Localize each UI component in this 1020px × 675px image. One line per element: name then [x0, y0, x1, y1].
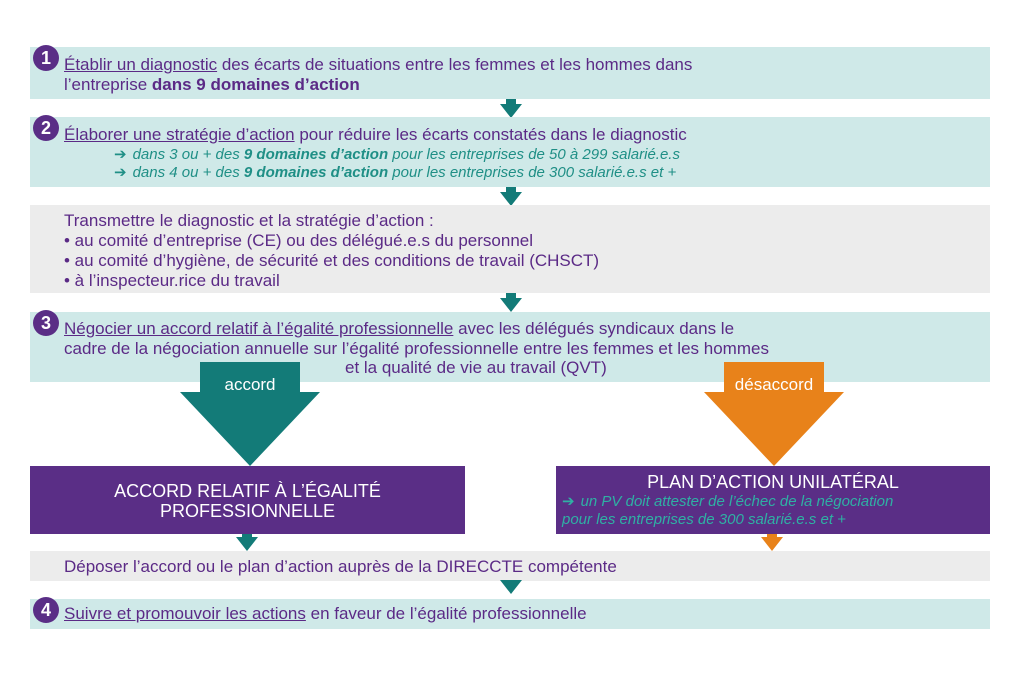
step-2-sub-2-a: dans 4 ou + des — [132, 164, 244, 181]
step-4-badge: 4 — [33, 597, 59, 623]
transmit-box — [30, 205, 990, 293]
step-2-badge: 2 — [33, 115, 59, 141]
step-2-sub-2-c: pour les entreprises de 300 salarié.e.s … — [388, 164, 677, 181]
plan-action-box — [556, 466, 990, 534]
step-3-line-2: cadre de la négociation annuelle sur l’é… — [64, 339, 769, 358]
connector-2-arrow — [500, 192, 522, 206]
step-2-link[interactable]: Élaborer une stratégie d’action — [64, 125, 295, 144]
connector-3-stem — [506, 293, 516, 299]
step-1-box — [30, 47, 990, 99]
step-3-badge: 3 — [33, 310, 59, 336]
accord-arrow — [180, 362, 320, 466]
connector-2-stem — [506, 187, 516, 193]
accord-box-line-2: PROFESSIONNELLE — [159, 501, 336, 521]
desaccord-label: désaccord — [734, 375, 814, 394]
step-3-line-1: Négocier un accord relatif à l’égalité p… — [64, 319, 734, 339]
step-3-box — [30, 312, 990, 382]
connector-1-arrow — [500, 104, 522, 118]
step-2-box — [30, 117, 990, 187]
step-1-text-bold: dans 9 domaines d’action — [151, 75, 360, 94]
step-2-sub-2-b: 9 domaines d’action — [243, 164, 389, 181]
step-2-text: pour réduire les écarts constatés dans l… — [294, 125, 687, 144]
plan-connector-stem — [767, 534, 777, 538]
accord-box-line-1: ACCORD RELATIF À L’ÉGALITÉ — [114, 481, 381, 501]
deposit-box — [30, 551, 990, 581]
step-3-line-3: et la qualité de vie au travail (QVT) — [345, 358, 607, 377]
connector-3-arrow — [500, 298, 522, 312]
step-4-link[interactable]: Suivre et promouvoir les actions — [64, 604, 306, 623]
step-4-box — [30, 599, 990, 629]
transmit-item-ce: • au comité d’entreprise (CE) ou des dél… — [64, 231, 534, 250]
step-2-sub-1-c: pour les entreprises de 50 à 299 salarié… — [388, 146, 680, 163]
plan-action-sub-2: pour les entreprises de 300 salarié.e.s … — [562, 511, 846, 528]
arrow-right-icon: ➔ — [114, 164, 127, 181]
step-1-line-2: l’entreprise dans 9 domaines d’action — [64, 75, 360, 95]
transmit-item-chsct: • au comité d’hygiène, de sécurité et de… — [64, 251, 600, 270]
connector-4-arrow — [500, 580, 522, 594]
plan-action-sub-1-text: un PV doit attester de l’échec de la nég… — [580, 493, 894, 510]
plan-action-sub-1: ➔ un PV doit attester de l’échec de la né… — [562, 493, 893, 511]
step-1-line-1: Établir un diagnostic des écarts de situ… — [64, 55, 692, 75]
step-2-sub-1-a: dans 3 ou + des — [132, 146, 244, 163]
desaccord-arrow — [704, 362, 844, 466]
step-1-text: des écarts de situations entre les femme… — [217, 55, 693, 74]
connector-1-stem — [506, 99, 516, 105]
step-4-line-1: Suivre et promouvoir les actions en fave… — [64, 604, 587, 624]
accord-connector-stem — [242, 534, 252, 538]
step-2-sub-1: ➔ dans 3 ou + des 9 domaines d’action pou… — [114, 146, 680, 164]
arrow-right-icon: ➔ — [114, 146, 127, 163]
step-1-link[interactable]: Établir un diagnostic — [64, 55, 218, 74]
step-3-link[interactable]: Négocier un accord relatif à l’égalité p… — [64, 319, 454, 338]
transmit-item-inspecteur: • à l’inspecteur.rice du travail — [64, 271, 280, 290]
step-2-sub-1-b: 9 domaines d’action — [243, 146, 389, 163]
step-1-badge: 1 — [33, 45, 59, 71]
plan-connector-arrow — [761, 537, 783, 551]
step-2-line-1: Élaborer une stratégie d’action pour réd… — [64, 125, 687, 145]
accord-connector-arrow — [236, 537, 258, 551]
accord-box — [30, 466, 465, 534]
step-4-text: en faveur de l’égalité professionnelle — [305, 604, 587, 623]
deposit-text: Déposer l’accord ou le plan d’action aup… — [64, 557, 617, 576]
step-2-sub-2: ➔ dans 4 ou + des 9 domaines d’action pou… — [114, 164, 676, 182]
arrow-right-icon: ➔ — [562, 493, 575, 510]
accord-label: accord — [224, 375, 276, 394]
transmit-title: Transmettre le diagnostic et la stratégi… — [64, 211, 434, 230]
step-3-text: avec les délégués syndicaux dans le — [453, 319, 735, 338]
step-1-text-2: l’entreprise — [64, 75, 152, 94]
plan-action-title: PLAN D’ACTION UNILATÉRAL — [647, 472, 899, 492]
